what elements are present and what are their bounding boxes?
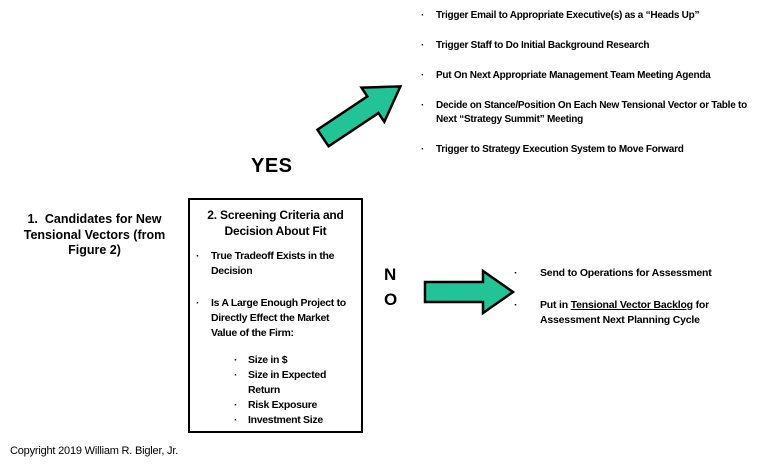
list-item: Size in Expected Return [234, 368, 361, 398]
candidates-label: 1. Candidates for New Tensional Vectors … [23, 212, 166, 257]
yes-arrow-icon [315, 85, 403, 149]
yes-label: YES [251, 155, 293, 177]
bullet-icon [196, 249, 211, 264]
bullet-icon [414, 39, 436, 53]
screening-bullet-text: Is A Large Enough Project to Directly Ef… [211, 297, 346, 339]
no-action-text-suffix: for Assessment Next Planning Cycle [540, 299, 710, 326]
no-action-text-underlined: Tensional Vector Backlog [570, 299, 693, 311]
screening-sub-bullets-list: Size in $ Size in Expected Return Risk E… [190, 353, 361, 428]
list-item: Send to Operations for Assessment [509, 266, 754, 281]
screening-bullet-text: True Tradeoff Exists in the Decision [211, 250, 335, 277]
bullet-icon [234, 368, 248, 383]
list-item: Risk Exposure [234, 398, 361, 413]
no-label: NO [384, 265, 398, 309]
yes-action-text: Put On Next Appropriate Management Team … [436, 70, 711, 81]
bullet-icon [414, 69, 436, 83]
screening-sub-bullet-text: Size in $ [248, 354, 288, 366]
no-action-text: Put in Tensional Vector Backlog for Asse… [540, 298, 709, 328]
bullet-icon [414, 99, 436, 113]
bullet-icon [509, 298, 540, 313]
yes-action-text: Trigger Email to Appropriate Executive(s… [436, 10, 700, 21]
no-action-text-prefix: Put in [540, 299, 571, 311]
list-item: Trigger Email to Appropriate Executive(s… [414, 9, 764, 23]
list-item: Put in Tensional Vector Backlog for Asse… [509, 298, 754, 328]
list-item: Investment Size [234, 413, 361, 428]
list-item: Put On Next Appropriate Management Team … [414, 69, 764, 83]
screening-sub-bullet-text: Investment Size [248, 414, 323, 426]
list-item: Trigger to Strategy Execution System to … [414, 143, 764, 157]
box-title: 2. Screening Criteria and Decision About… [207, 208, 344, 238]
list-item: Decide on Stance/Position On Each New Te… [414, 99, 764, 127]
copyright-text: Copyright 2019 William R. Bigler, Jr. [10, 445, 179, 457]
list-item: Trigger Staff to Do Initial Background R… [414, 39, 764, 53]
screening-sub-bullet-text: Risk Exposure [248, 399, 318, 411]
yes-action-text: Trigger to Strategy Execution System to … [436, 144, 684, 155]
yes-action-text: Decide on Stance/Position On Each New Te… [436, 100, 747, 125]
yes-action-text: Trigger Staff to Do Initial Background R… [436, 40, 650, 51]
list-item: Size in $ [234, 353, 361, 368]
bullet-icon [234, 398, 248, 413]
no-action-text: Send to Operations for Assessment [540, 267, 712, 279]
screening-bullets-list: True Tradeoff Exists in the Decision Is … [190, 249, 361, 341]
list-item: True Tradeoff Exists in the Decision [196, 249, 361, 279]
yes-actions-list: Trigger Email to Appropriate Executive(s… [414, 9, 764, 173]
list-item: Is A Large Enough Project to Directly Ef… [196, 296, 361, 341]
bullet-icon [234, 413, 248, 428]
bullet-icon [414, 143, 436, 157]
no-actions-list: Send to Operations for Assessment Put in… [509, 266, 754, 345]
screening-sub-bullet-text: Size in Expected Return [248, 369, 327, 396]
bullet-icon [414, 9, 436, 23]
no-arrow-icon [423, 268, 516, 316]
bullet-icon [196, 296, 211, 311]
bullet-icon [234, 353, 248, 368]
bullet-icon [509, 266, 540, 281]
screening-criteria-box: 2. Screening Criteria and Decision About… [188, 198, 363, 433]
